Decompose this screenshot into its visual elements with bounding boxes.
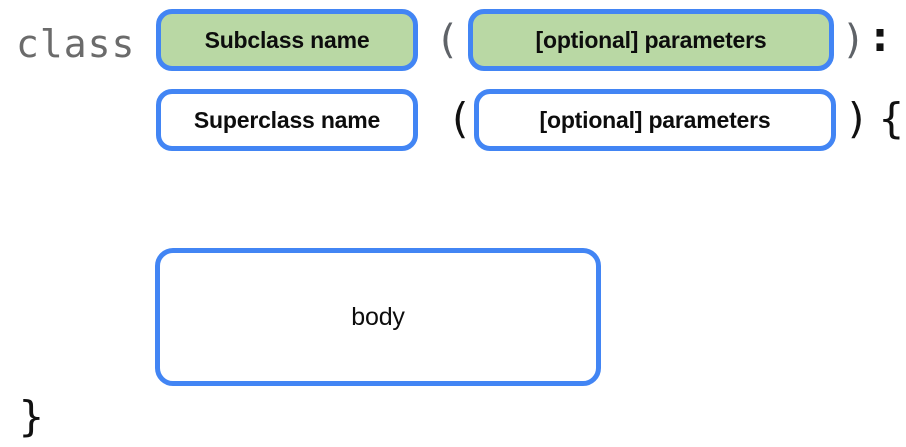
close-paren-row2: ) [848,94,865,143]
close-paren-row1: ) [845,17,861,63]
slot-subclass-name[interactable]: Subclass name [156,9,418,71]
slot-superclass-parameters[interactable]: [optional] parameters [474,89,836,151]
slot-subclass-parameters[interactable]: [optional] parameters [468,9,834,71]
slot-subclass-parameters-label: [optional] parameters [535,26,767,53]
slot-superclass-name-label: Superclass name [193,106,381,133]
slot-body-label: body [351,302,405,331]
slot-body[interactable]: body [155,248,601,386]
open-paren-row1: ( [440,17,456,63]
close-brace: } [18,392,45,441]
slot-subclass-name-label: Subclass name [204,26,370,53]
open-paren-row2: ( [452,94,469,143]
colon: : [872,15,888,61]
keyword-class: class [16,22,136,66]
slot-superclass-name[interactable]: Superclass name [156,89,418,151]
slot-superclass-parameters-label: [optional] parameters [539,106,771,133]
open-brace: { [878,94,905,143]
